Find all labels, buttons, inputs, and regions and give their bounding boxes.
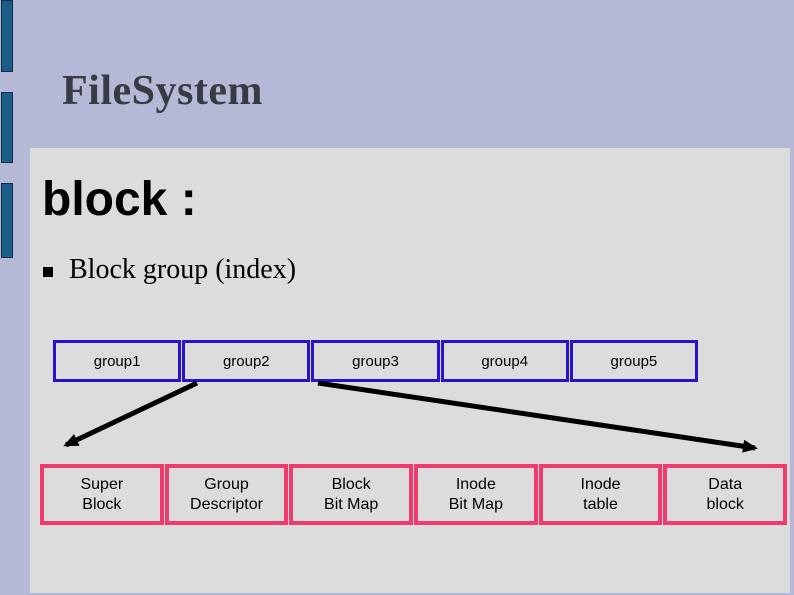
group-box: group2	[182, 340, 311, 382]
left-accent-bar-icon	[1, 0, 13, 72]
section-heading: block :	[42, 173, 197, 226]
bullet-square-icon	[43, 266, 53, 277]
slide-title: FileSystem	[62, 68, 263, 114]
structure-box: Super Block	[40, 464, 164, 525]
block-structure-row: Super Block Group Descriptor Block Bit M…	[40, 464, 788, 525]
bullet-item: Block group (index)	[43, 252, 296, 288]
group-box: group3	[311, 340, 440, 382]
structure-box: Inode Bit Map	[414, 464, 538, 525]
left-accent-bar-icon	[1, 92, 13, 163]
group-box: group5	[569, 340, 699, 382]
block-group-row: group1 group2 group3 group4 group5	[53, 340, 699, 382]
structure-box: Group Descriptor	[164, 464, 289, 525]
left-accent-bar-icon	[1, 183, 13, 258]
bullet-text: Block group (index)	[69, 254, 297, 285]
structure-box: Data block	[663, 464, 788, 525]
group-box: group4	[440, 340, 569, 382]
group-box: group1	[53, 340, 182, 382]
structure-box: Block Bit Map	[289, 464, 414, 525]
structure-box: Inode table	[538, 464, 663, 525]
